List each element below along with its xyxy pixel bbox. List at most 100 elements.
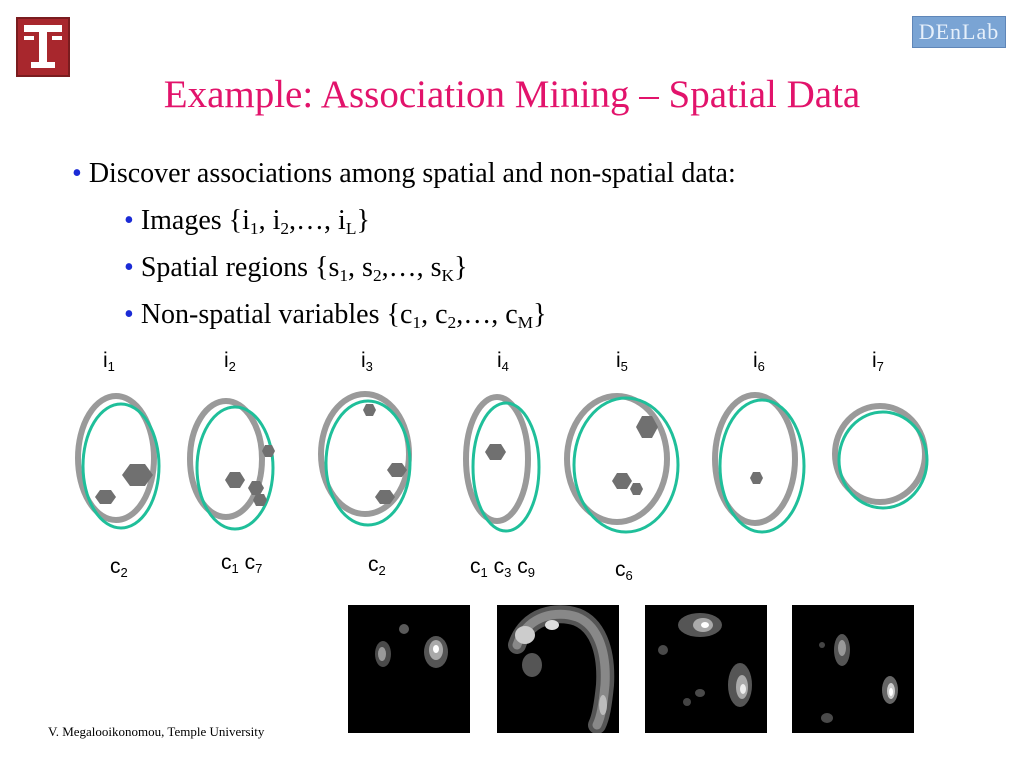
subscript: 2: [280, 219, 290, 239]
label-sub: 6: [625, 567, 633, 583]
footer-author: V. Megalooikonomou, Temple University: [48, 724, 265, 739]
class-label-group-5: c6: [615, 558, 633, 583]
spatial-region: [485, 444, 506, 460]
label-sub: 1: [107, 358, 115, 374]
bullet-marker: •: [124, 252, 134, 283]
density-blobs: [819, 634, 898, 723]
image-label-7: i7: [872, 349, 884, 374]
label-sub: 3: [504, 564, 512, 580]
label-sub: 6: [757, 358, 765, 374]
spatial-region: [636, 416, 658, 438]
bullet-text: Non-spatial variables {c: [140, 299, 413, 330]
label-base: i: [753, 349, 758, 372]
brain-outline-3: [318, 391, 412, 527]
dnlab-logo: DEnLab: [912, 16, 1006, 48]
bullet-text: }: [454, 252, 468, 283]
class-label-group-4: c1 c3 c9: [470, 555, 535, 580]
bullet-marker: •: [124, 299, 134, 330]
label-base: i: [103, 349, 108, 372]
label-sub: 1: [480, 564, 488, 580]
label-base: i: [224, 349, 229, 372]
bullet-text: Spatial regions {s: [140, 252, 340, 283]
density-image-1: [348, 605, 470, 733]
label-base: i: [616, 349, 621, 372]
label-base: c: [244, 551, 256, 574]
subscript: 1: [249, 219, 259, 239]
bullet-text: }: [533, 299, 547, 330]
spatial-region: [750, 472, 763, 484]
bullet-marker: •: [124, 205, 134, 236]
t-letter-icon: [24, 25, 62, 68]
subscript: 1: [339, 266, 349, 286]
label-base: c: [368, 553, 379, 576]
label-sub: 1: [231, 560, 239, 576]
bullet-text: , c: [421, 299, 448, 330]
label-sub: 2: [228, 358, 236, 374]
label-base: c: [517, 555, 528, 578]
bullet-text: ,…, c: [456, 299, 518, 330]
subscript: K: [441, 266, 455, 286]
label-base: c: [470, 555, 481, 578]
brain-outline-6: [712, 392, 806, 534]
subscript: 2: [447, 313, 457, 333]
subscript: 1: [412, 313, 422, 333]
bullet-text: , i: [258, 205, 281, 236]
spatial-region: [612, 473, 632, 489]
bullet-non-spatial: • Non-spatial variables {c1, c2,…, cM}: [124, 299, 547, 333]
label-sub: 2: [120, 564, 128, 580]
brain-outline-4: [463, 394, 541, 533]
density-blobs: [508, 605, 615, 734]
bullet-images: • Images {i1, i2,…, iL}: [124, 205, 370, 239]
density-image-3: [645, 605, 767, 733]
spatial-region: [375, 490, 395, 504]
image-label-3: i3: [361, 349, 373, 374]
label-sub: 7: [255, 560, 263, 576]
brain-outline-2: [187, 398, 275, 531]
label-base: c: [110, 555, 121, 578]
density-blobs: [375, 624, 448, 668]
label-sub: 7: [876, 358, 884, 374]
spatial-region: [248, 481, 264, 495]
spatial-region: [387, 463, 407, 477]
spatial-region: [225, 472, 245, 488]
image-label-4: i4: [497, 349, 509, 374]
density-image-4: [792, 605, 914, 733]
label-sub: 3: [365, 358, 373, 374]
label-sub: 2: [378, 562, 386, 578]
brain-outline-1: [75, 393, 161, 530]
subscript: M: [517, 313, 534, 333]
density-blobs: [658, 613, 752, 707]
bullet-text: Discover associations among spatial and …: [88, 158, 736, 189]
spatial-region: [122, 464, 153, 486]
spatial-region: [95, 490, 116, 504]
bullet-text: Images {i: [140, 205, 250, 236]
label-base: c: [615, 558, 626, 581]
bullet-marker: •: [72, 158, 82, 189]
label-base: c: [493, 555, 505, 578]
label-base: i: [872, 349, 877, 372]
image-label-2: i2: [224, 349, 236, 374]
label-sub: 5: [620, 358, 628, 374]
label-sub: 4: [501, 358, 509, 374]
brain-outline-5: [564, 393, 680, 534]
subscript: 2: [372, 266, 382, 286]
image-label-1: i1: [103, 349, 115, 374]
class-label-group-2: c1 c7: [221, 551, 262, 576]
bullet-text: }: [356, 205, 370, 236]
bullet-text: ,…, s: [381, 252, 442, 283]
label-base: c: [221, 551, 232, 574]
bullet-text: , s: [348, 252, 373, 283]
temple-t-logo: [16, 17, 70, 77]
bullet-spatial-regions: • Spatial regions {s1, s2,…, sK}: [124, 252, 468, 286]
density-image-2: [497, 605, 619, 734]
label-base: i: [361, 349, 366, 372]
spatial-region: [262, 445, 275, 457]
image-label-5: i5: [616, 349, 628, 374]
brain-outlines: [75, 391, 929, 534]
class-label-group-3: c2: [368, 553, 386, 578]
bullet-discover: • Discover associations among spatial an…: [72, 158, 736, 190]
brain-outline-7: [832, 403, 929, 510]
label-base: i: [497, 349, 502, 372]
spatial-region: [630, 483, 643, 495]
class-label-group-1: c2: [110, 555, 128, 580]
